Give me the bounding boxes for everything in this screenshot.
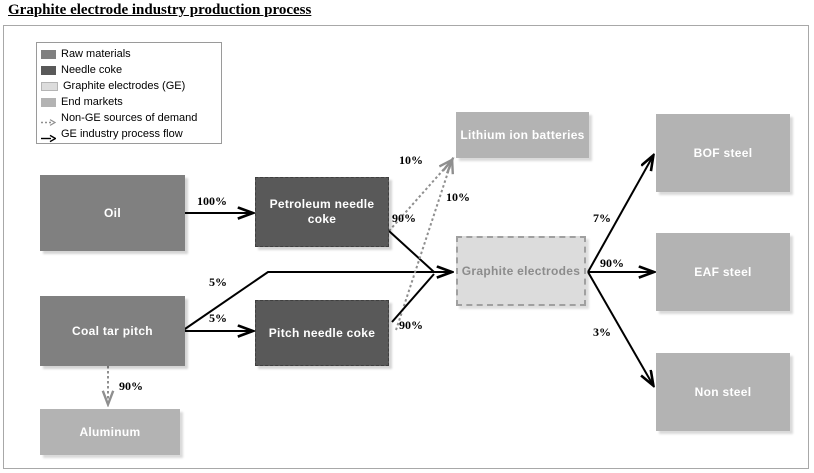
edge-label-ge-to-eaf: 90% (600, 256, 624, 270)
edge-label-ge-to-non-steel: 3% (593, 325, 611, 339)
legend-item-graphite-electrodes: Graphite electrodes (GE) (41, 78, 221, 94)
edge-label-ge-to-bof: 7% (593, 211, 611, 225)
node-label: Oil (104, 205, 121, 220)
figure-border (3, 25, 809, 469)
dashed-arrow-icon (41, 114, 57, 126)
legend-item-label: Raw materials (61, 47, 131, 60)
node-label: Coal tar pitch (72, 323, 153, 338)
legend-item-raw-materials: Raw materials (41, 46, 221, 62)
edge-label-oil-to-petroleum: 100% (197, 194, 227, 208)
node-label: Petroleum needle coke (269, 197, 375, 226)
legend: Raw materials Needle coke Graphite elect… (36, 42, 222, 144)
legend-item-ge-process-flow: GE industry process flow (41, 126, 221, 142)
node-oil[interactable]: Oil (40, 175, 185, 251)
node-pitch-needle-coke[interactable]: Pitch needle coke (255, 300, 389, 366)
node-graphite-electrodes[interactable]: Graphite electrodes (456, 236, 586, 306)
edge-label-pitch-coke-to-lithium: 10% (446, 190, 470, 204)
graphite-electrodes-swatch-icon (41, 81, 58, 91)
legend-item-label: End markets (61, 95, 123, 108)
solid-arrow-icon (41, 130, 57, 142)
node-aluminum[interactable]: Aluminum (40, 409, 180, 455)
edge-label-pitch-coke-to-ge: 90% (399, 318, 423, 332)
node-label: Aluminum (79, 424, 141, 439)
legend-item-label: Non-GE sources of demand (61, 111, 198, 124)
node-label: Non steel (694, 384, 752, 399)
legend-item-label: Needle coke (61, 63, 123, 76)
legend-item-label: GE industry process flow (61, 127, 183, 140)
edge-label-petroleum-to-lithium: 10% (399, 153, 423, 167)
legend-item-non-ge-demand: Non-GE sources of demand (41, 110, 221, 126)
raw-materials-swatch-icon (41, 49, 56, 59)
edge-label-pitch-to-aluminum: 90% (119, 379, 143, 393)
legend-item-end-markets: End markets (41, 94, 221, 110)
node-coal-tar-pitch[interactable]: Coal tar pitch (40, 296, 185, 366)
edge-label-pitch-bypass: 5% (209, 275, 227, 289)
legend-item-needle-coke: Needle coke (41, 62, 221, 78)
node-petroleum-needle-coke[interactable]: Petroleum needle coke (255, 177, 389, 247)
node-label: EAF steel (694, 264, 752, 279)
node-lithium-ion-batteries[interactable]: Lithium ion batteries (456, 112, 589, 158)
node-label: BOF steel (693, 145, 753, 160)
edge-label-pitch-to-pitch-coke: 5% (209, 311, 227, 325)
node-bof-steel[interactable]: BOF steel (656, 114, 790, 192)
edge-label-petroleum-to-ge: 90% (392, 211, 416, 225)
node-label: Graphite electrodes (461, 263, 581, 278)
node-non-steel[interactable]: Non steel (656, 353, 790, 431)
needle-coke-swatch-icon (41, 65, 56, 75)
end-markets-swatch-icon (41, 97, 56, 107)
node-label: Lithium ion batteries (460, 127, 585, 142)
legend-item-label: Graphite electrodes (GE) (63, 79, 186, 92)
node-eaf-steel[interactable]: EAF steel (656, 233, 790, 311)
page-title: Graphite electrode industry production p… (8, 2, 312, 18)
node-label: Pitch needle coke (268, 325, 376, 340)
